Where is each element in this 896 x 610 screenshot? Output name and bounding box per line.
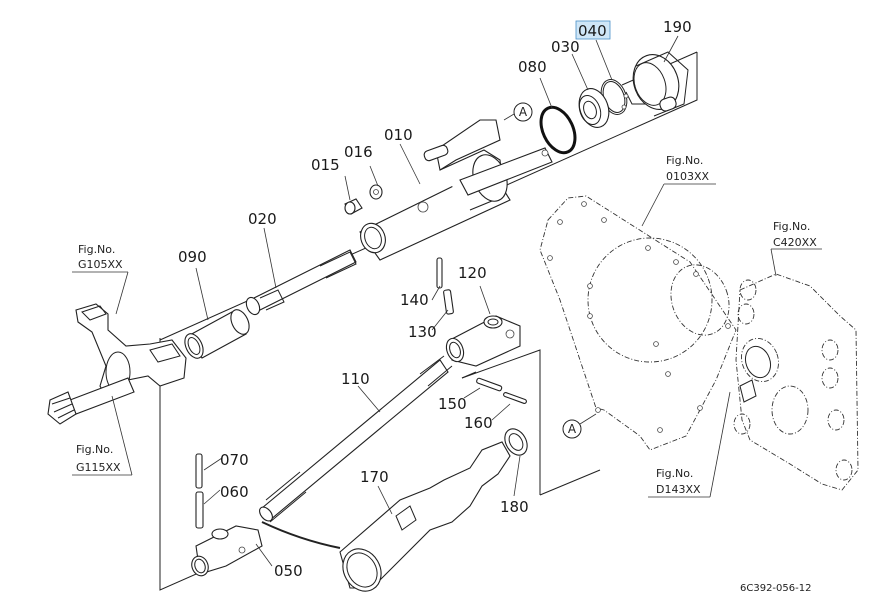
callout-a-bottom: A [562,413,597,439]
label-160[interactable]: 160 [464,414,493,432]
fig-ref-c420[interactable]: Fig.No. C420XX [770,220,822,277]
fig-ref-0103[interactable]: Fig.No. 0103XX [641,154,716,227]
leader-lines [195,35,679,567]
part-140-pin[interactable] [436,257,443,289]
fig-ref-g105-label: Fig.No. [78,243,115,256]
highlight-040 [575,20,611,40]
part-020-shaft[interactable] [244,249,357,317]
part-120-universal-joint[interactable] [443,315,521,367]
fig-ref-c420-number[interactable]: C420XX [773,236,817,249]
fig-ref-g105[interactable]: Fig.No. G105XX [72,243,129,315]
label-150[interactable]: 150 [438,395,467,413]
part-016-washer[interactable] [369,184,383,200]
part-090-sleeve[interactable] [181,307,252,361]
part-labels: 040 190 030 080 010 016 015 020 090 120 … [178,18,692,580]
label-030[interactable]: 030 [551,38,580,56]
label-015[interactable]: 015 [311,156,340,174]
part-130-pin[interactable] [443,289,454,315]
label-060[interactable]: 060 [220,483,249,501]
fig-ref-d143-number[interactable]: D143XX [656,483,701,496]
fig-ref-g115-number[interactable]: G115XX [76,461,121,474]
label-110[interactable]: 110 [341,370,370,388]
transmission-housing-c420 [733,273,859,491]
part-010-housing[interactable] [357,119,553,261]
fig-ref-c420-label: Fig.No. [773,220,810,233]
label-120[interactable]: 120 [458,264,487,282]
label-140[interactable]: 140 [400,291,429,309]
fig-ref-d143-label: Fig.No. [656,467,693,480]
yoke-bracket-g105 [75,303,187,401]
pinion-gear-g115 [47,377,135,425]
adapter-plate-0103 [539,195,737,451]
label-090[interactable]: 090 [178,248,207,266]
fig-ref-0103-label: Fig.No. [666,154,703,167]
part-050-universal-joint[interactable] [189,525,263,578]
part-030-bearing[interactable] [574,84,614,131]
callout-a-top: A [503,102,533,122]
label-020[interactable]: 020 [248,210,277,228]
label-070[interactable]: 070 [220,451,249,469]
reference-code: 6C392-056-12 [740,583,811,594]
callout-a-bottom-label: A [568,422,577,436]
part-080-o-ring[interactable] [534,102,581,158]
label-130[interactable]: 130 [408,323,437,341]
part-180-seal[interactable] [500,425,531,459]
assembly-arrow [261,521,341,549]
part-070-pin[interactable] [195,453,203,489]
label-010[interactable]: 010 [384,126,413,144]
part-150-pin[interactable] [476,377,503,392]
label-050[interactable]: 050 [274,562,303,580]
callout-a-top-label: A [519,105,528,119]
part-060-pin[interactable] [195,491,204,529]
fig-ref-d143[interactable]: Fig.No. D143XX [648,391,731,498]
part-160-pin[interactable] [503,392,527,404]
fig-ref-0103-number[interactable]: 0103XX [666,170,710,183]
fig-ref-g115[interactable]: Fig.No. G115XX [72,395,133,476]
part-190-collar[interactable] [625,48,689,117]
part-110-long-shaft[interactable] [257,355,453,523]
label-016[interactable]: 016 [344,143,373,161]
label-190[interactable]: 190 [663,18,692,36]
fig-ref-g105-number[interactable]: G105XX [78,258,123,271]
label-040[interactable]: 040 [578,22,607,40]
part-170-boot[interactable] [335,441,511,598]
fig-ref-g115-label: Fig.No. [76,443,113,456]
label-080[interactable]: 080 [518,58,547,76]
part-015-bolt[interactable] [344,198,363,215]
label-180[interactable]: 180 [500,498,529,516]
label-170[interactable]: 170 [360,468,389,486]
